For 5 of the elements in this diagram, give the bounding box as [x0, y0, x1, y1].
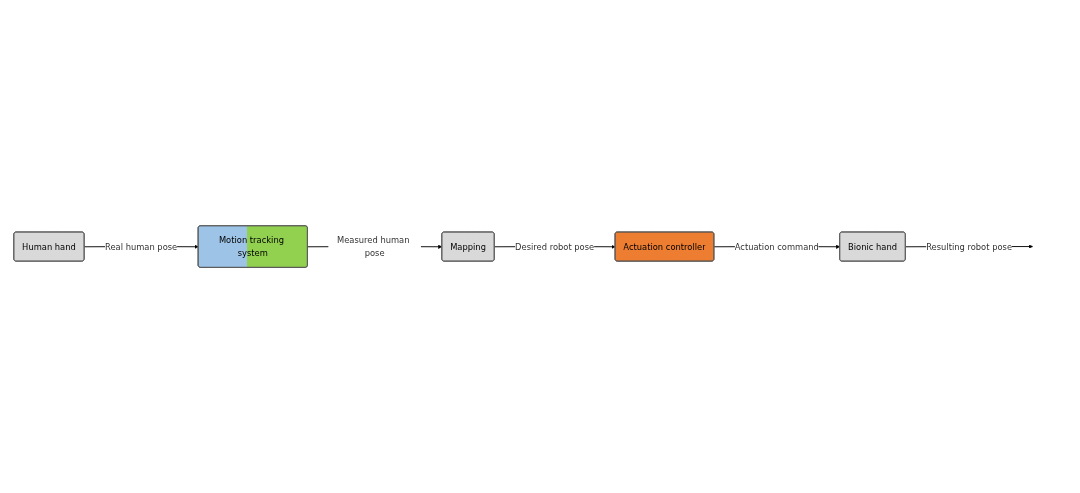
edge-label: Real human pose: [105, 241, 178, 252]
edge-label: Measured human pose: [337, 235, 410, 258]
edge-label: Actuation command: [734, 241, 819, 252]
edge-label: Desired robot pose: [515, 241, 595, 252]
edge-label: Resulting robot pose: [926, 241, 1013, 252]
